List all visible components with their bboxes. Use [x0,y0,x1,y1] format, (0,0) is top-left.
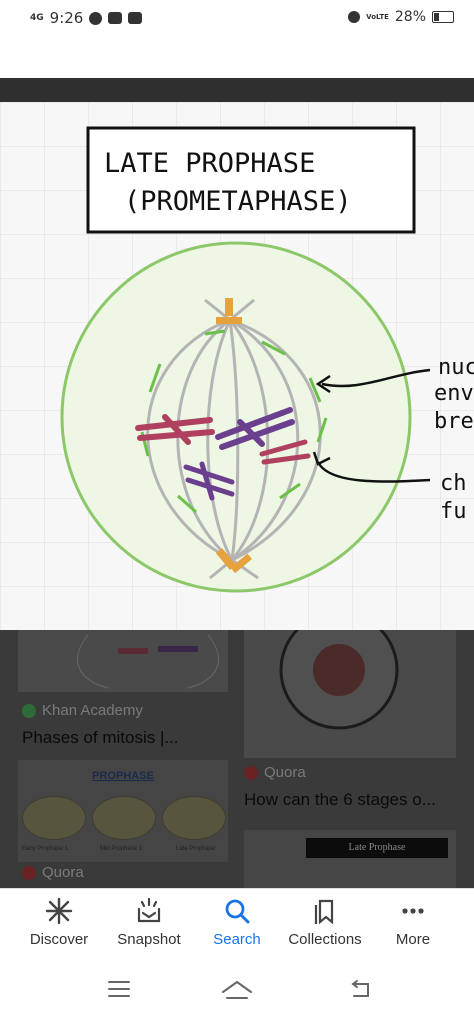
result-title-1[interactable]: Phases of mitosis |... [22,728,179,747]
chromosomes [135,407,311,501]
asterisk-icon [45,897,73,925]
clock: 9:26 [49,9,84,27]
result-thumb-1[interactable] [18,630,228,692]
nav-snapshot[interactable]: Snapshot [102,897,196,948]
snapshot-icon [137,897,161,923]
battery-icon [432,11,454,23]
title-box [86,126,416,234]
thumb-cell-2 [92,796,156,840]
gallery-icon [128,12,143,24]
result-source-3[interactable]: Quora [22,864,84,881]
bookmark-icon [314,899,334,925]
label-nuclear-3: bre [434,409,474,434]
label-nuclear-2: env [434,381,474,406]
label-nuclear-1: nuc [438,355,474,380]
mitosis-diagram: LATE PROPHASE (PROMETAPHASE) [0,102,474,630]
bottom-navigation: Discover Snapshot Search Collections Mor… [0,888,474,963]
nav-collections[interactable]: Collections [278,897,372,948]
result-thumb-3[interactable]: PROPHASE Early Prophase 1 Mid Prophase 1… [18,760,228,862]
home-icon[interactable] [220,978,254,1002]
thumb-cell-1 [22,796,86,840]
system-navigation [0,962,474,1016]
results-overlay: Khan Academy Phases of mitosis |... Quor… [0,630,474,888]
quora-icon [22,865,36,880]
dimmed-header [0,78,474,102]
status-bar: 4G 9:26 VoLTE 28% [0,0,474,36]
more-icon [402,908,424,914]
image-viewer[interactable]: LATE PROPHASE (PROMETAPHASE) [0,102,474,630]
result-source-2[interactable]: Quora [244,764,306,781]
title-line1: LATE PROPHASE [104,148,315,179]
mail-icon [108,12,123,24]
label-chromo-2: fu [440,499,467,524]
centrosome-bottom [215,548,252,574]
battery-percent: 28% [394,9,426,25]
annotation-arrows [312,368,431,483]
label-chromo-1: ch [440,471,467,496]
khan-academy-icon [22,703,36,718]
result-thumb-2[interactable] [244,630,456,758]
recent-apps-icon[interactable] [106,978,132,1000]
nav-search[interactable]: Search [190,897,284,948]
centrosome-top [216,298,242,324]
nav-more[interactable]: More [366,897,460,948]
thumb-2-image [279,630,399,730]
notification-icon [89,11,103,25]
late-prophase-banner: Late Prophase [306,838,448,858]
nav-discover[interactable]: Discover [12,897,106,948]
thumb-1-image [77,634,219,689]
prophase-heading: PROPHASE [92,770,154,782]
quora-icon [244,765,258,780]
result-thumb-4[interactable]: Late Prophase [244,830,456,888]
search-icon [225,899,250,924]
volte-indicator: VoLTE [366,12,389,21]
result-title-2[interactable]: How can the 6 stages o... [244,790,436,809]
caption-3: Late Prophase [176,846,216,852]
title-line2: (PROMETAPHASE) [124,186,352,217]
caption-2: Mid Prophase 1 [100,846,143,852]
caption-1: Early Prophase 1 [22,846,69,852]
result-source-1[interactable]: Khan Academy [22,702,143,719]
back-icon[interactable] [348,978,374,1000]
network-indicator: 4G [30,12,44,23]
alarm-icon [348,11,361,23]
thumb-cell-3 [162,796,226,840]
